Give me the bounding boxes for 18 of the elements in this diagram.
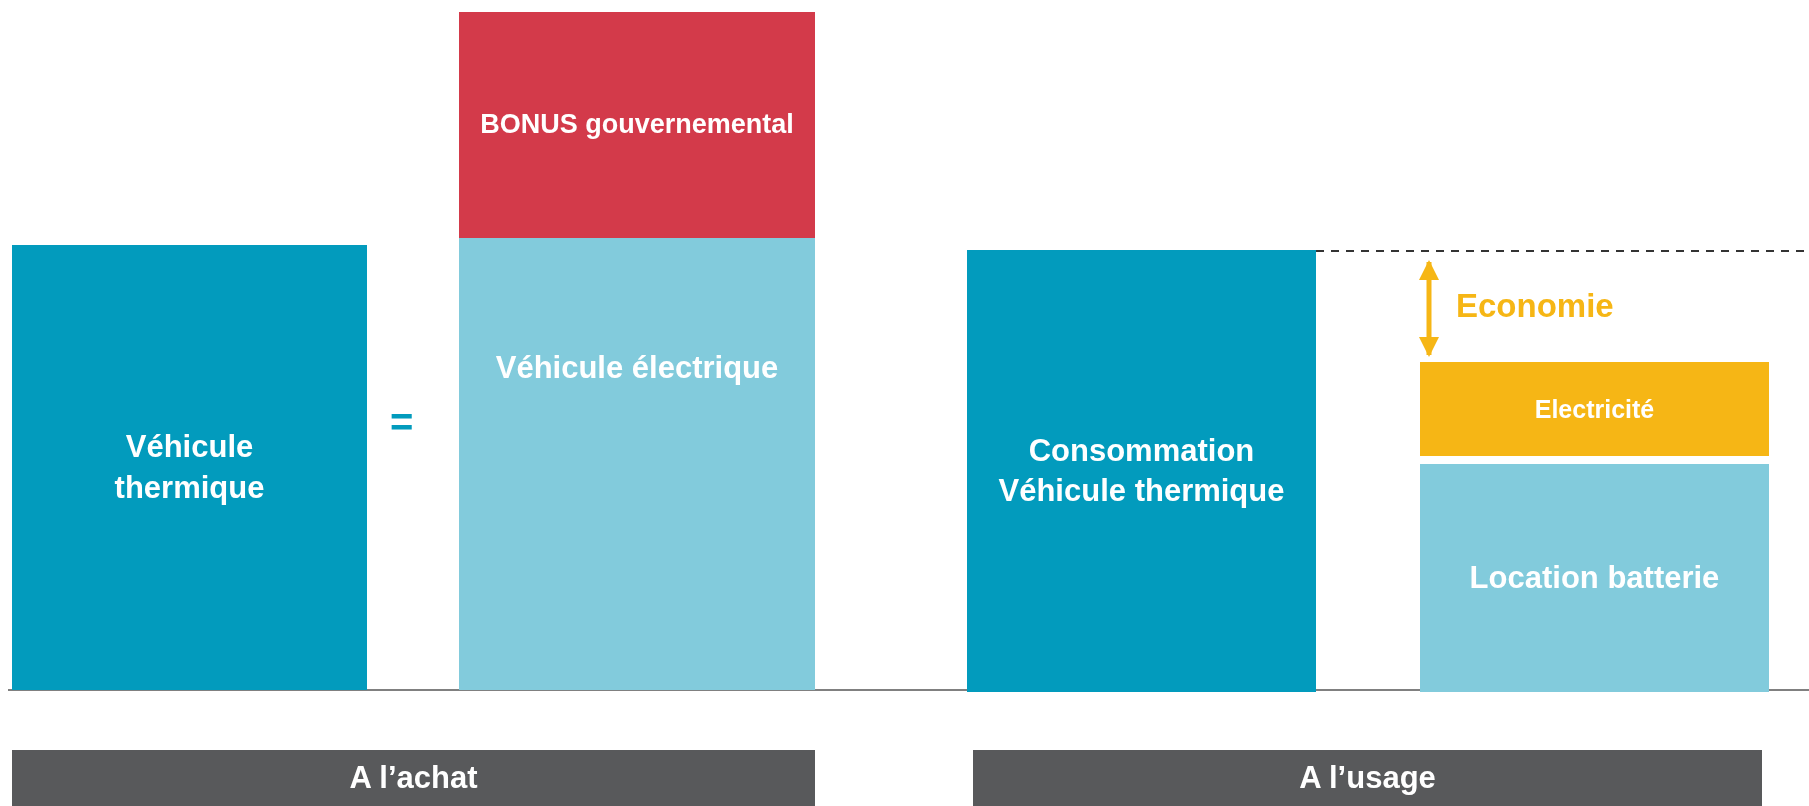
bar-segment xyxy=(12,245,367,690)
section-banner xyxy=(973,750,1762,806)
banner-label: A l’achat xyxy=(349,758,478,797)
bar-segment xyxy=(1420,464,1769,692)
bar-segment xyxy=(459,238,815,690)
bar-label: BONUS gouvernemental xyxy=(480,108,794,142)
bar-label: Véhicule électrique xyxy=(495,349,779,387)
banner-label: A l’usage xyxy=(1299,758,1436,797)
bar-label: Location batterie xyxy=(1469,558,1720,597)
bar-segment xyxy=(1420,362,1769,456)
bar-label: Consommation Véhicule thermique xyxy=(997,431,1286,510)
bar-label: Véhicule thermique xyxy=(113,428,266,507)
bar-segment xyxy=(967,250,1316,692)
equals-sign: = xyxy=(390,400,414,445)
bar-label: Electricité xyxy=(1534,393,1655,425)
bar-segment xyxy=(459,12,815,238)
section-banner xyxy=(12,750,815,806)
annotation-label: Economie xyxy=(1456,287,1614,325)
